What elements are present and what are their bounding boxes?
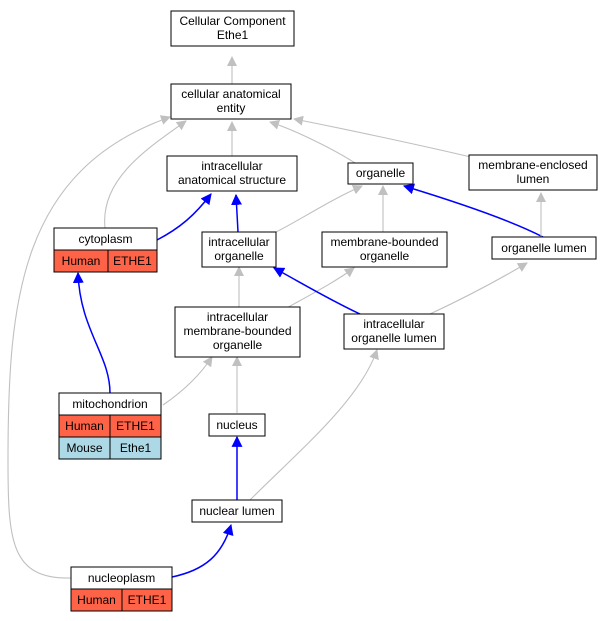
annotation-gene: ETHE1 <box>128 593 167 607</box>
annotation-gene: ETHE1 <box>116 419 155 433</box>
node-ol-line-1: organelle lumen <box>501 241 586 255</box>
edge-iol-to-io <box>273 267 361 315</box>
node-iol-line-2: organelle lumen <box>351 331 436 345</box>
node-imbo-line-2: membrane-bounded <box>183 324 291 338</box>
annotation-species: Human <box>65 419 104 433</box>
node-mitochondrion[interactable]: mitochondrion Human ETHE1 Mouse Ethe1 <box>58 392 162 460</box>
edge-nucleoplasm-to-cae <box>7 115 171 579</box>
node-cellular-anatomical-entity-line-1: cellular anatomical <box>181 87 280 101</box>
node-organelle-lumen[interactable]: organelle lumen <box>491 236 597 260</box>
node-ias-line-2: anatomical structure <box>178 173 286 187</box>
node-cellular-anatomical-entity[interactable]: cellular anatomical entity <box>170 83 292 120</box>
edge-mito-to-cytoplasm <box>72 271 111 394</box>
node-cytoplasm[interactable]: cytoplasm Human ETHE1 <box>53 227 158 273</box>
edge-io-to-ias <box>231 193 243 233</box>
edge-iol-to-ol <box>429 262 528 315</box>
node-organelle-line-1: organelle <box>356 166 406 180</box>
node-cellular-component[interactable]: Cellular Component Ethe1 <box>170 10 295 47</box>
node-membrane-bounded-organelle[interactable]: membrane-bounded organelle <box>321 231 448 268</box>
edge-organelle-to-cae <box>269 119 356 164</box>
node-cytoplasm-line-1: cytoplasm <box>78 232 132 246</box>
node-nucleoplasm-line-1: nucleoplasm <box>88 571 155 585</box>
annotation-gene: ETHE1 <box>113 254 152 268</box>
edge-io-to-organelle <box>275 185 363 233</box>
edge-cytoplasm-to-ias <box>156 193 212 241</box>
node-iol-line-1: intracellular <box>363 317 424 331</box>
annotation-species: Human <box>77 593 116 607</box>
nodes: Cellular Component Ethe1 cellular anatom… <box>53 10 598 612</box>
node-cellular-anatomical-entity-line-2: entity <box>217 101 246 115</box>
node-intracellular-anatomical-structure[interactable]: intracellular anatomical structure <box>166 155 298 192</box>
node-ias-line-1: intracellular <box>201 159 262 173</box>
annotation-gene: Ethe1 <box>120 441 152 455</box>
edges <box>7 56 546 579</box>
edge-mito-to-imbo <box>162 356 213 406</box>
node-imbo-line-3: organelle <box>213 338 263 352</box>
edge-cytoplasm-to-cae <box>104 120 187 229</box>
edge-ol-to-organelle <box>402 183 544 238</box>
node-mel-line-1: membrane-enclosed <box>478 158 587 172</box>
edge-imbo-to-mbo <box>282 267 355 311</box>
node-intracellular-organelle-lumen[interactable]: intracellular organelle lumen <box>343 313 445 350</box>
node-intracellular-membrane-bounded-organelle[interactable]: intracellular membrane-bounded organelle <box>174 306 301 358</box>
annotation-row: Mouse Ethe1 <box>58 436 162 460</box>
node-mitochondrion-line-1: mitochondrion <box>72 397 147 411</box>
node-io-line-1: intracellular <box>208 235 269 249</box>
node-nuclear-lumen-line-1: nuclear lumen <box>199 504 274 518</box>
node-cellular-component-line-2: Ethe1 <box>217 28 249 42</box>
annotation-row: Human ETHE1 <box>58 414 162 438</box>
node-nucleus[interactable]: nucleus <box>208 413 266 437</box>
node-nuclear-lumen[interactable]: nuclear lumen <box>191 499 283 523</box>
edge-nl-to-iol <box>249 349 379 501</box>
node-mbo-line-1: membrane-bounded <box>330 235 438 249</box>
node-nucleus-line-1: nucleus <box>216 418 257 432</box>
node-organelle[interactable]: organelle <box>347 162 414 185</box>
node-mbo-line-2: organelle <box>360 249 410 263</box>
node-imbo-line-1: intracellular <box>207 310 268 324</box>
node-membrane-enclosed-lumen[interactable]: membrane-enclosed lumen <box>468 154 598 191</box>
node-io-line-2: organelle <box>214 249 264 263</box>
node-intracellular-organelle[interactable]: intracellular organelle <box>201 231 277 268</box>
node-cellular-component-line-1: Cellular Component <box>179 14 286 28</box>
node-mel-line-2: lumen <box>517 172 550 186</box>
annotation-species: Human <box>62 254 101 268</box>
edge-mel-to-cae <box>293 115 476 159</box>
annotation-row: Human ETHE1 <box>53 249 158 273</box>
node-nucleoplasm[interactable]: nucleoplasm Human ETHE1 <box>70 566 173 612</box>
annotation-row: Human ETHE1 <box>70 588 173 612</box>
edge-nucleoplasm-to-nl <box>171 523 234 578</box>
annotation-species: Mouse <box>66 441 102 455</box>
